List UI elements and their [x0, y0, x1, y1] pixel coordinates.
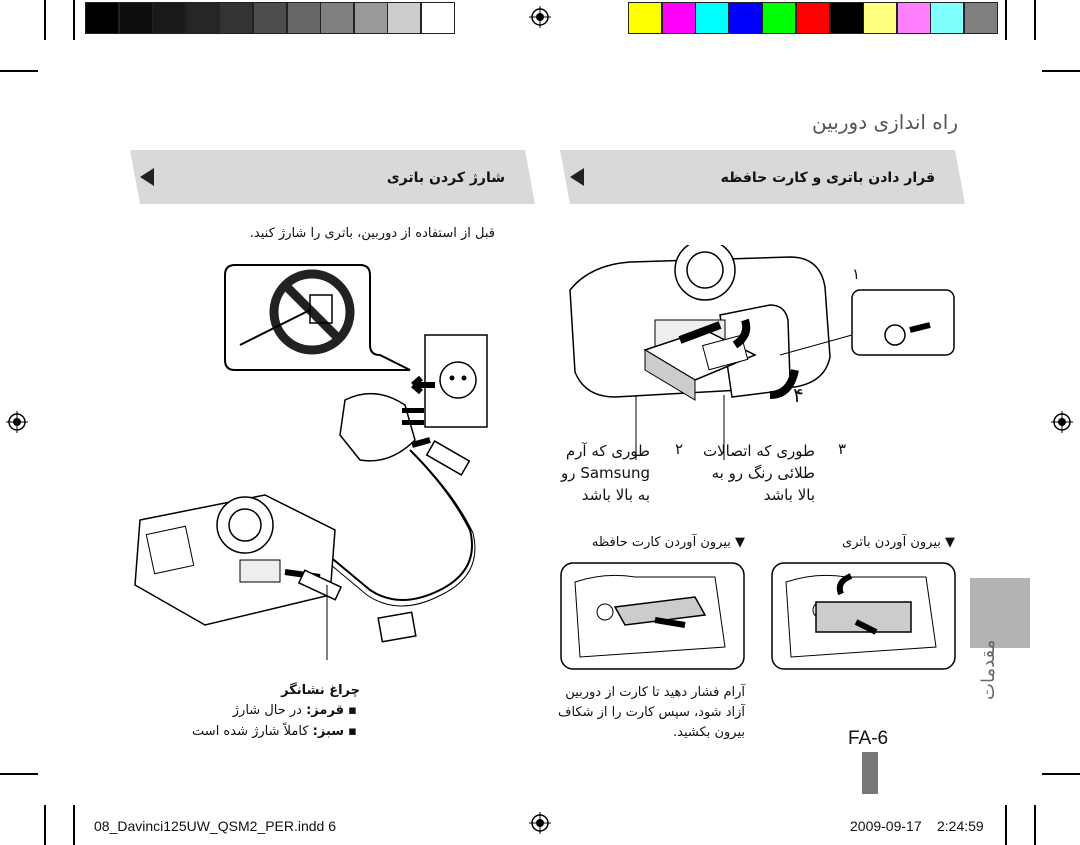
insert-illustration — [569, 245, 955, 460]
color-swatch — [728, 2, 763, 34]
section-tab[interactable] — [970, 578, 1030, 648]
step-2-text: طوری که آرم Samsung رو به بالا باشد — [561, 440, 650, 506]
registration-mark-icon — [529, 6, 551, 28]
charging-illustration — [134, 264, 488, 660]
color-swatch — [762, 2, 797, 34]
footer-filename: 08_Davinci125UW_QSM2_PER.indd 6 — [94, 818, 337, 834]
color-swatch — [829, 2, 864, 34]
charge-header-label: شارژ کردن باتری — [386, 170, 505, 186]
step-3-text: طوری که اتصالات طلائی رنگ رو به بالا باش… — [703, 440, 815, 506]
registration-mark-icon — [6, 411, 28, 433]
crop-mark — [1034, 0, 1036, 40]
card-eject-line: بیرون بکشید. — [673, 725, 745, 740]
card-eject-line: آزاد شود، سپس کارت را از شکاف — [557, 705, 745, 720]
gray-swatch — [219, 2, 254, 34]
charge-lamp-item: ▪ سبز: کاملاً شارژ شده است — [192, 724, 357, 739]
color-swatch — [695, 2, 730, 34]
charge-intro-text: قبل از استفاده از دوربین، باتری را شارژ … — [249, 226, 495, 241]
charge-lamp-red-label: قرمز: — [306, 703, 345, 718]
page-number: FA-6 — [848, 728, 889, 749]
insert-header-label: قرار دادن باتری و کارت حافظه — [720, 170, 935, 186]
step-2-line: به بالا باشد — [581, 486, 650, 504]
color-swatch — [930, 2, 965, 34]
registration-mark-icon — [529, 812, 551, 834]
color-swatch — [896, 2, 931, 34]
charge-lamp-title: چراغ نشانگر — [281, 683, 360, 698]
remove-battery-illustration — [771, 562, 956, 670]
gray-swatch — [85, 2, 119, 34]
step-number-4: ۴ — [793, 383, 804, 407]
remove-card-illustration — [560, 562, 745, 670]
gray-swatch — [253, 2, 287, 34]
charge-lamp-red-text: در حال شارژ — [232, 703, 302, 718]
page-title: راه اندازی دوربین — [812, 110, 958, 134]
crop-mark — [73, 0, 75, 40]
gray-swatch — [185, 2, 220, 34]
crop-mark — [1042, 70, 1080, 72]
color-swatch — [863, 2, 898, 34]
charge-lamp-item: ▪ قرمز: در حال شارژ — [232, 703, 357, 718]
color-swatch — [661, 2, 696, 34]
card-eject-text: آرام فشار دهید تا کارت از دوربین آزاد شو… — [558, 683, 745, 743]
gray-swatch — [152, 2, 187, 34]
section-tab-label: مقدمات — [978, 639, 999, 700]
step-3-line: بالا باشد — [763, 486, 815, 504]
footer-date: 2009-09-17 — [850, 818, 922, 834]
step-2-line: طوری که آرم — [565, 442, 650, 460]
triangle-left-icon — [140, 168, 154, 186]
gray-swatch — [421, 2, 455, 34]
crop-mark — [44, 0, 46, 40]
crop-mark — [73, 805, 75, 845]
step-number-2: ۲ — [675, 440, 684, 458]
page-marker — [862, 752, 878, 794]
step-number-3: ۳ — [838, 440, 847, 458]
gray-swatch — [353, 2, 388, 34]
crop-mark — [44, 805, 46, 845]
gray-swatch — [387, 2, 422, 34]
crop-mark — [1005, 0, 1007, 40]
right-header-band — [130, 150, 535, 204]
charge-lamp-green-label: سبز: — [312, 724, 345, 739]
gray-swatch — [286, 2, 321, 34]
step-3-line: طوری که اتصالات — [703, 442, 815, 460]
step-2-line: Samsung رو — [561, 464, 650, 482]
color-swatch — [796, 2, 830, 34]
footer-time: 2:24:59 — [937, 818, 984, 834]
crop-mark — [1005, 805, 1007, 845]
charge-lamp-green-text: کاملاً شارژ شده است — [192, 724, 309, 739]
remove-battery-label: ▼ بیرون آوردن باتری — [842, 535, 955, 550]
card-eject-line: آرام فشار دهید تا کارت از دوربین — [565, 685, 745, 700]
registration-mark-icon — [1051, 411, 1073, 433]
gray-swatch — [118, 2, 153, 34]
step-number-1: ۱ — [852, 265, 861, 283]
remove-card-label: ▼ بیرون آوردن کارت حافظه — [591, 535, 745, 550]
crop-mark — [0, 70, 38, 72]
color-swatch — [628, 2, 662, 34]
crop-mark — [0, 773, 38, 775]
gray-swatch — [320, 2, 355, 34]
left-header-band — [560, 150, 965, 204]
color-swatch — [964, 2, 998, 34]
crop-mark — [1034, 805, 1036, 845]
step-3-line: طلائی رنگ رو به — [711, 464, 815, 482]
triangle-left-icon — [570, 168, 584, 186]
crop-mark — [1042, 773, 1080, 775]
